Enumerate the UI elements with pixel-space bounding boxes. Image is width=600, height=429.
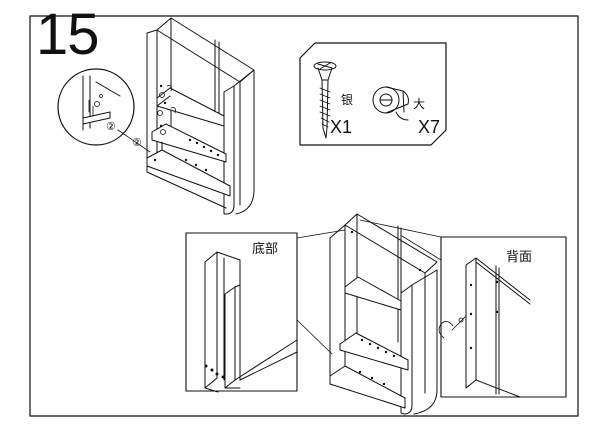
cabinet-bottom-view [296,213,442,415]
screw-icon [313,61,337,139]
page-frame [29,15,579,417]
marker-b: ② [132,137,142,149]
step-number: 15 [36,2,100,67]
bottom-inset [185,232,298,393]
screw-qty: X1 [330,117,353,137]
zoom-detail-circle [57,68,151,153]
cam-lock-icon [372,86,409,121]
cam-label: 大 [413,97,426,111]
marker-a: ② [106,121,116,133]
back-label: 背面 [506,249,533,264]
back-inset [438,236,567,398]
screw-label: 银 [341,93,354,107]
cabinet-top-view [146,17,255,215]
bottom-label: 底部 [252,241,279,256]
cam-qty: X7 [418,117,441,137]
hardware-box [299,42,447,146]
